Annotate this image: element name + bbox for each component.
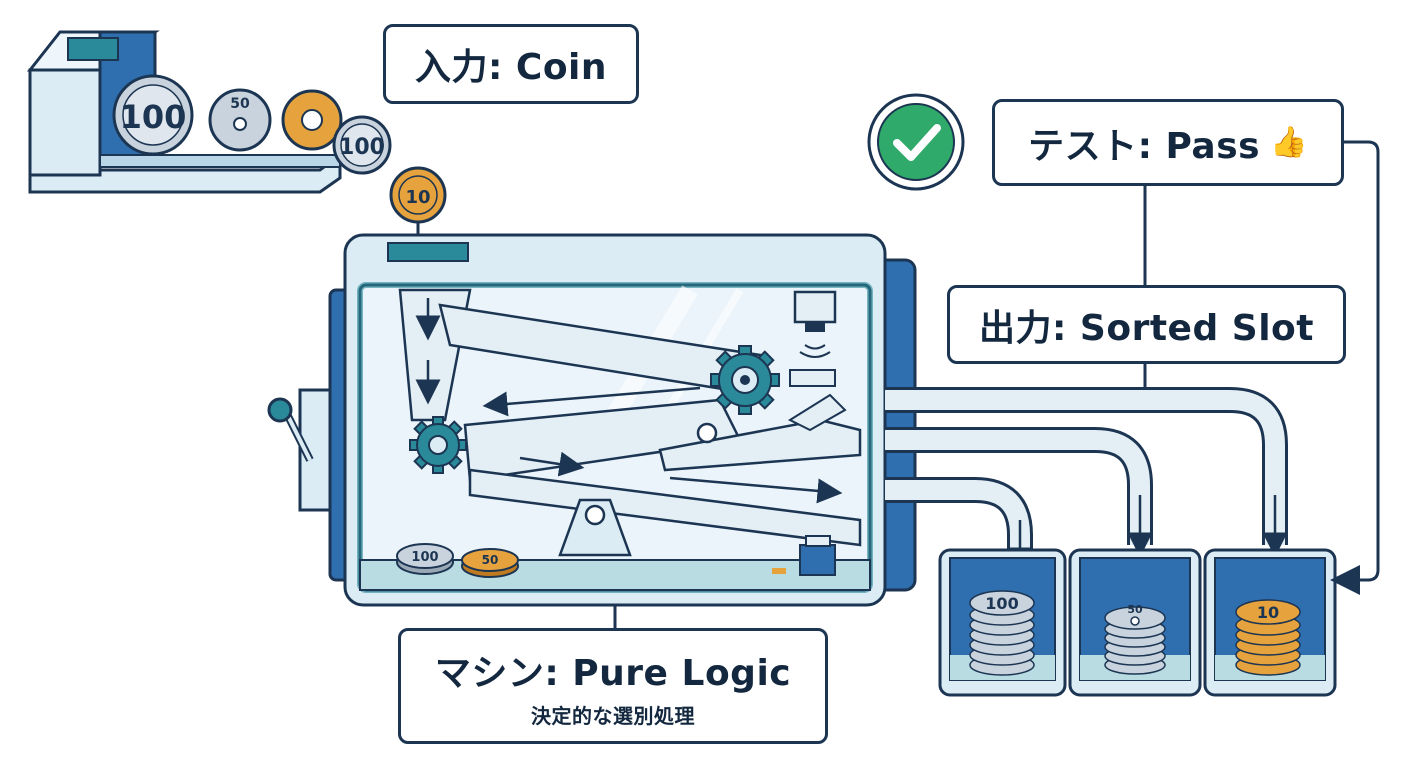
machine-label-title: マシン: Pure Logic bbox=[434, 652, 792, 694]
tray-coin: 50 bbox=[461, 548, 519, 578]
input-label: 入力: Coin bbox=[383, 24, 639, 104]
output-slot-100: 100 bbox=[938, 548, 1067, 697]
output-slot-10: 10 bbox=[1203, 548, 1337, 697]
test-label: テスト: Pass 👍 bbox=[992, 99, 1344, 186]
svg-text:10: 10 bbox=[1257, 603, 1279, 622]
machine-label-subtitle: 決定的な選別処理 bbox=[531, 703, 695, 728]
input-label-text: 入力: Coin bbox=[414, 47, 608, 88]
hopper-coin bbox=[281, 89, 343, 151]
svg-text:100: 100 bbox=[411, 550, 438, 565]
svg-text:100: 100 bbox=[339, 135, 385, 160]
svg-text:100: 100 bbox=[985, 594, 1018, 613]
output-pipes bbox=[885, 387, 1288, 573]
test-label-text: テスト: Pass bbox=[1028, 125, 1261, 167]
sensor-icon bbox=[793, 290, 837, 358]
check-icon bbox=[867, 93, 965, 191]
gear-icon bbox=[409, 416, 467, 474]
output-label-text: 出力: Sorted Slot bbox=[979, 307, 1314, 349]
svg-text:50: 50 bbox=[1127, 603, 1143, 616]
thumbs-up-icon: 👍 bbox=[1270, 125, 1308, 160]
svg-text:50: 50 bbox=[230, 96, 250, 112]
gear-icon bbox=[710, 345, 780, 415]
output-slot-50: 50 bbox=[1068, 548, 1202, 697]
output-label: 出力: Sorted Slot bbox=[947, 285, 1346, 364]
dropping-coin: 10 bbox=[389, 166, 447, 248]
hopper-coin: 100 bbox=[332, 115, 392, 175]
tray-coin: 100 bbox=[396, 543, 454, 575]
hopper-coin: 50 bbox=[208, 88, 272, 152]
machine-label: マシン: Pure Logic 決定的な選別処理 bbox=[398, 628, 828, 744]
svg-text:100: 100 bbox=[120, 98, 187, 136]
hopper-coin: 100 bbox=[112, 74, 194, 156]
svg-text:50: 50 bbox=[482, 553, 499, 567]
connectors bbox=[613, 140, 1380, 628]
svg-text:10: 10 bbox=[405, 187, 430, 208]
sorting-machine: 100 50 bbox=[267, 233, 917, 607]
